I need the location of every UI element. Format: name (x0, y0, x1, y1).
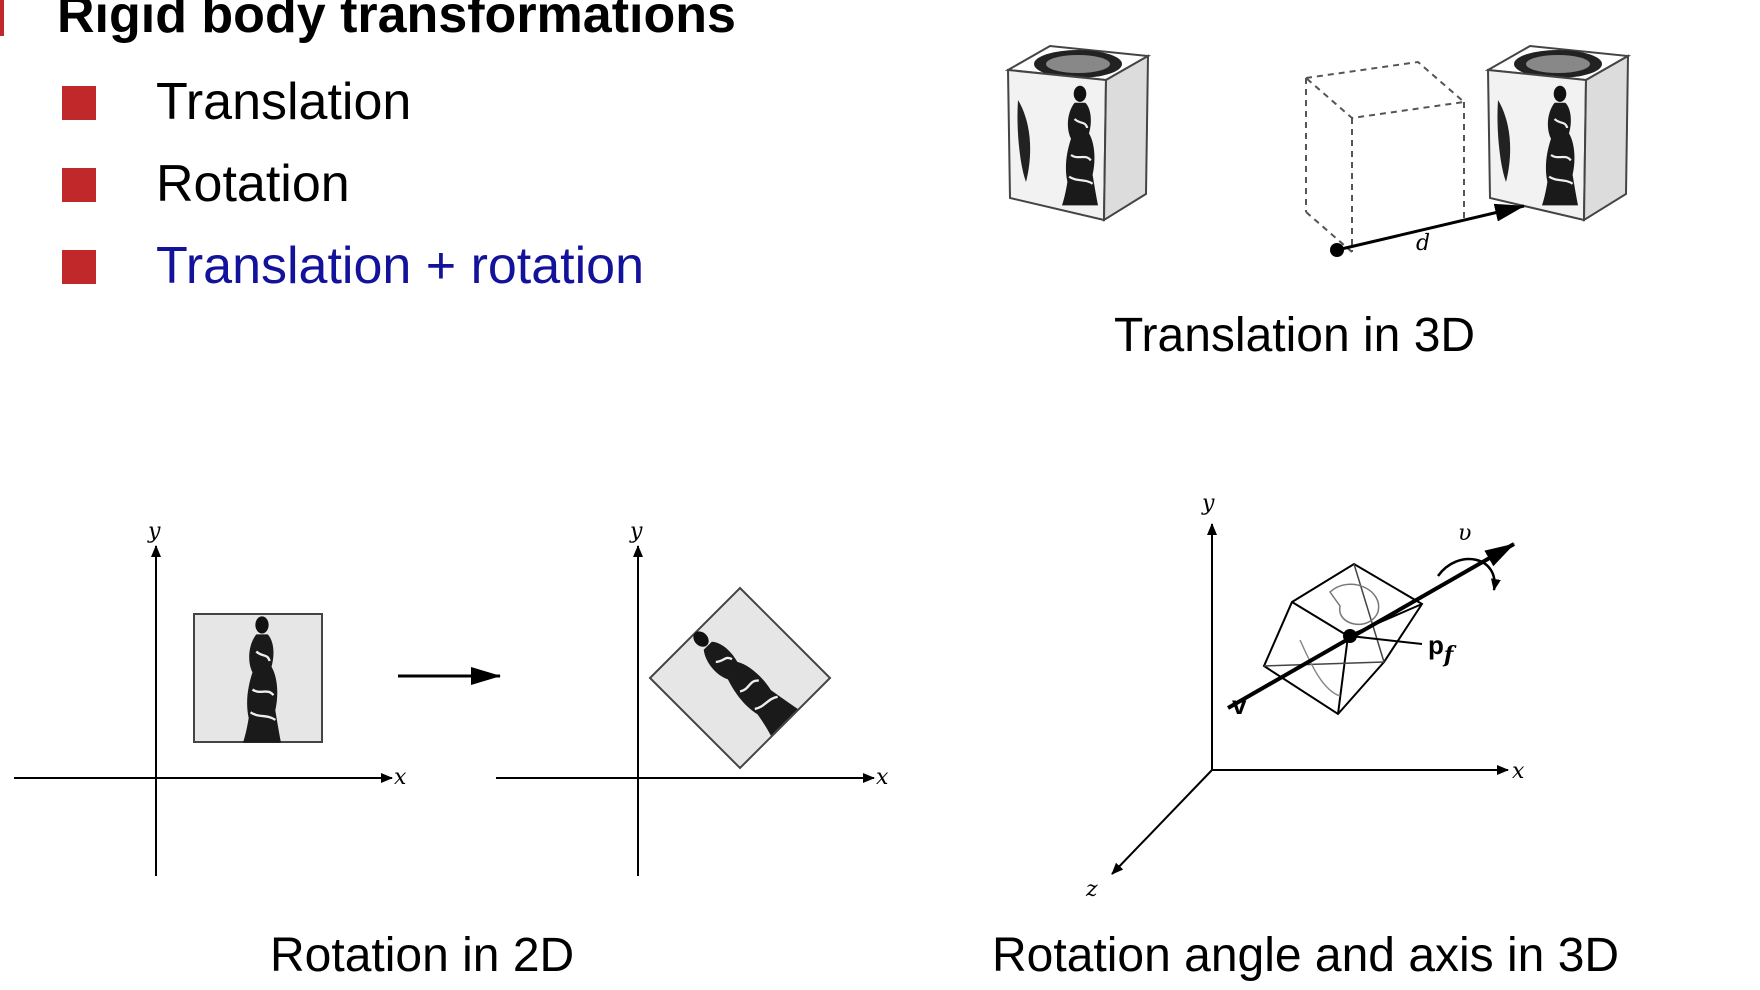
x-axis-label-3d: x (1512, 759, 1525, 784)
z-axis-label-3d: z (1085, 877, 1098, 902)
y-axis-label-3d: y (1201, 491, 1215, 516)
bullet-square-icon (62, 86, 96, 120)
bullet-label: Translation (156, 73, 412, 131)
x-axis-label-left: x (394, 765, 407, 790)
bullet-label: Rotation (156, 155, 350, 213)
caption-translation-3d: Translation in 3D (1114, 309, 1476, 362)
rotation-2d-after: x y (496, 519, 889, 876)
translation-vector-label: d (1416, 231, 1430, 256)
axis-vector-label: v (1232, 690, 1247, 720)
bullet-label: Translation + rotation (156, 237, 645, 295)
caption-rotation-2d: Rotation in 2D (270, 929, 575, 982)
caption-rotation-3d: Rotation angle and axis in 3D (992, 929, 1620, 982)
rotated-cube-3d (1262, 562, 1424, 716)
cube-ghost-outline (1303, 60, 1467, 253)
rotation-axis-arrow (1227, 542, 1515, 710)
rotation-angle-label: υ (1458, 521, 1471, 546)
rotation-angle-arrow (1436, 557, 1501, 591)
point-leader-line (1349, 635, 1423, 645)
y-axis-label-right: y (629, 519, 643, 544)
translation-3d-figure: d (1008, 46, 1628, 257)
z-axis-3d (1111, 769, 1213, 875)
bullet-square-icon (62, 250, 96, 284)
cube-original (1008, 46, 1148, 220)
cube-translated (1488, 46, 1628, 220)
x-axis-label-right: x (876, 765, 889, 790)
bullet-square-icon (62, 168, 96, 202)
point-label: pf (1428, 630, 1457, 668)
title-accent-bar (0, 0, 4, 36)
slide-title: Rigid body transformations (57, 0, 736, 44)
y-axis-label-left: y (147, 519, 161, 544)
rotation-2d-before: x y (14, 519, 407, 876)
translation-vector-arrow (1336, 203, 1525, 252)
rotation-3d-figure: x y z υ v pf (1085, 491, 1525, 902)
